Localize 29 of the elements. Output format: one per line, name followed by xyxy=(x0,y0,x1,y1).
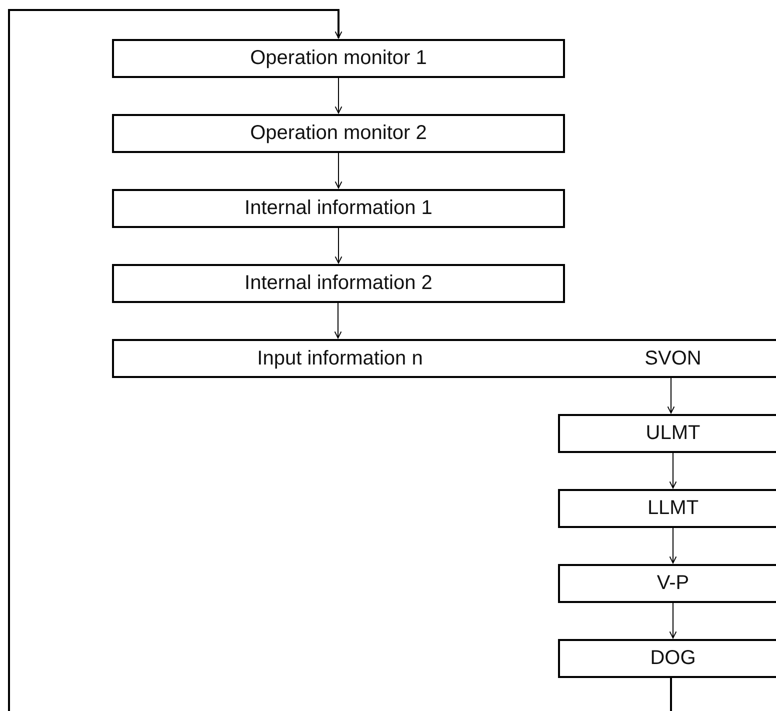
box-label: Operation monitor 2 xyxy=(250,122,427,145)
arrow xyxy=(334,78,342,114)
process-box xyxy=(558,639,776,678)
process-box xyxy=(112,39,565,78)
process-box xyxy=(558,564,776,603)
box-label: Internal information 2 xyxy=(244,272,432,295)
process-box xyxy=(112,339,776,378)
arrow xyxy=(669,602,677,638)
process-box xyxy=(112,114,565,153)
process-box xyxy=(112,264,565,303)
connector-line xyxy=(670,678,672,711)
box-label: ULMT xyxy=(646,422,700,445)
process-box xyxy=(558,414,776,453)
arrow xyxy=(334,302,342,338)
box-label: V-P xyxy=(656,572,690,595)
arrow xyxy=(334,152,342,188)
arrow xyxy=(669,452,677,488)
process-box xyxy=(558,489,776,528)
box-label: DOG xyxy=(650,647,696,670)
arrow xyxy=(334,228,342,264)
box-label: Operation monitor 1 xyxy=(250,47,427,70)
box-label: LLMT xyxy=(647,497,699,520)
arrow xyxy=(667,378,675,414)
arrow xyxy=(669,528,677,564)
box-label: Internal information 1 xyxy=(244,197,432,220)
box-label: Input information n xyxy=(257,347,423,370)
loop-back-arrow xyxy=(8,9,342,711)
process-box xyxy=(112,189,565,228)
box-label: SVON xyxy=(644,347,702,370)
